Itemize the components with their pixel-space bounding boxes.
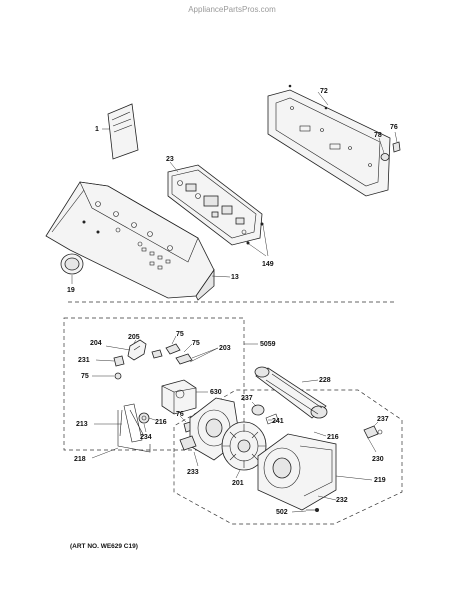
part-502-screw (306, 508, 319, 512)
part-72-rear-panel (267, 84, 391, 197)
part-218-idler-spring (117, 410, 151, 453)
art-number: (ART NO. WE629 C19) (70, 543, 138, 550)
callout-216-a: 216 (155, 419, 167, 426)
watermark-text: AppliancePartsPros.com (188, 5, 276, 14)
callout-630: 630 (210, 389, 222, 396)
part-1-manual (107, 103, 139, 160)
callout-232: 232 (336, 497, 348, 504)
part-76-clip (392, 141, 401, 153)
callout-19: 19 (67, 287, 75, 294)
callout-75-a: 75 (176, 331, 184, 338)
callout-23: 23 (166, 156, 174, 163)
part-237-thermostat-right (363, 425, 383, 439)
part-149-screws (246, 222, 264, 245)
part-19-knob (60, 253, 84, 275)
callout-231: 231 (78, 357, 90, 364)
callout-241: 241 (272, 418, 284, 425)
part-219-rear-housing (257, 433, 337, 511)
callout-234: 234 (140, 434, 152, 441)
callout-204: 204 (90, 340, 102, 347)
part-75-screw-left (114, 372, 122, 380)
callout-75-b: 75 (192, 340, 200, 347)
callout-78: 78 (374, 132, 382, 139)
part-213-belt (119, 403, 145, 443)
callout-5059: 5059 (260, 341, 276, 348)
callout-233: 233 (187, 469, 199, 476)
callout-76: 76 (390, 124, 398, 131)
callout-149: 149 (262, 261, 274, 268)
callout-219: 219 (374, 477, 386, 484)
part-78-knob-ring (380, 153, 390, 161)
callout-228: 228 (319, 377, 331, 384)
callout-237-a: 237 (241, 395, 253, 402)
part-216-pulley (138, 412, 150, 424)
motor-assembly-box (63, 317, 245, 451)
callout-218: 218 (74, 456, 86, 463)
part-203-clips (151, 343, 193, 365)
callout-213: 213 (76, 421, 88, 428)
callout-205: 205 (128, 334, 140, 341)
part-23-control-board (167, 164, 263, 246)
callout-230: 230 (372, 456, 384, 463)
callout-75-left: 75 (81, 373, 89, 380)
part-205-bracket (127, 339, 147, 361)
callout-237-b: 237 (377, 416, 389, 423)
part-630-motor (161, 379, 197, 415)
callout-203: 203 (219, 345, 231, 352)
part-13-control-panel (45, 181, 215, 301)
part-201-blower-wheel (221, 421, 267, 471)
callout-76-b: 76 (176, 411, 184, 418)
callout-502: 502 (276, 509, 288, 516)
callout-1: 1 (95, 126, 99, 133)
part-228-duct (254, 366, 328, 419)
callout-201: 201 (232, 480, 244, 487)
part-237-thermostat-left (251, 404, 265, 416)
part-241-gasket (265, 413, 279, 425)
blower-assembly-box (173, 389, 403, 525)
callout-72: 72 (320, 88, 328, 95)
part-231-clip (113, 355, 125, 367)
callout-216-b: 216 (327, 434, 339, 441)
callout-13: 13 (231, 274, 239, 281)
